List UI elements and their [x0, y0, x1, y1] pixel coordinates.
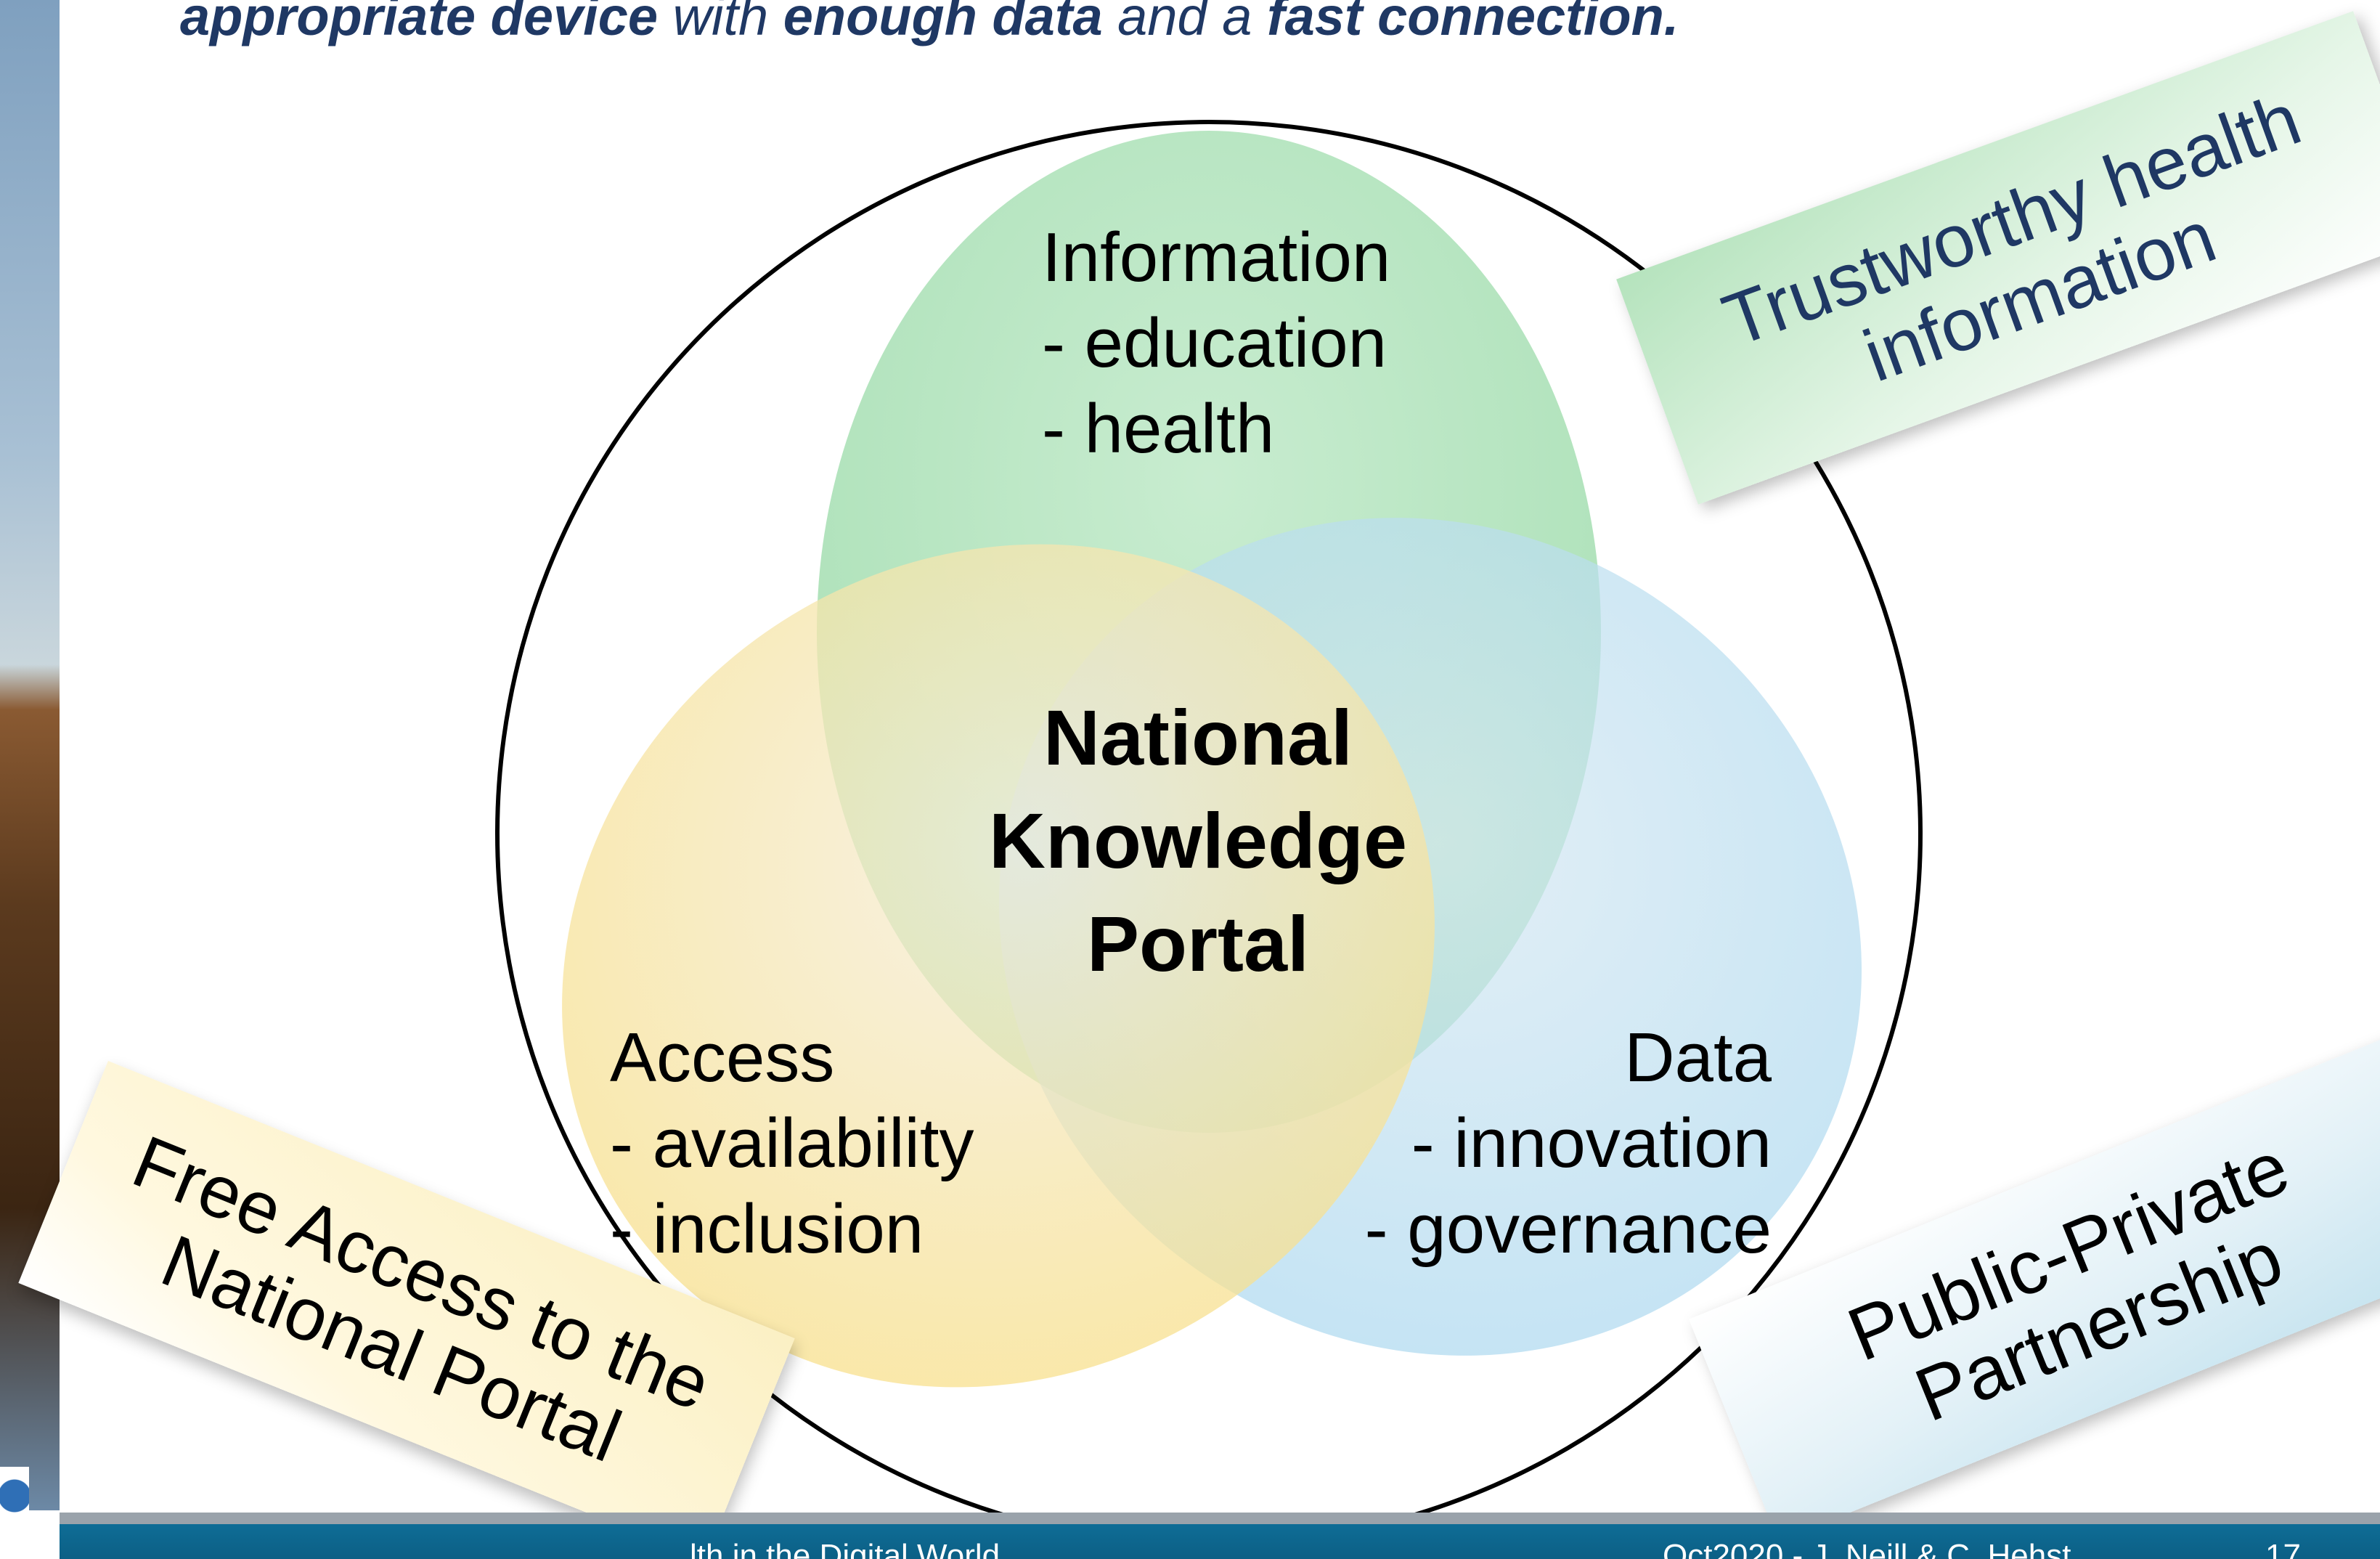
footer-bar [60, 1513, 2380, 1559]
header-part: with [658, 0, 783, 46]
access-set [562, 544, 1435, 1388]
header-part: . [1663, 0, 1679, 46]
center-label-line: National [1043, 693, 1353, 781]
data-item: - governance [1364, 1190, 1772, 1268]
footer-date-authors: Oct2020 - J. Neill & C. Hehst [1663, 1538, 2071, 1559]
access-item: - availability [610, 1104, 974, 1182]
data-title: Data [1624, 1019, 1772, 1096]
center-label-line: Knowledge [988, 797, 1408, 884]
information-label: Information - education - health [1042, 215, 1390, 472]
header-part: fast connection [1266, 0, 1664, 46]
footer-title: lth in the Digital World [690, 1538, 1001, 1559]
information-item: - education [1042, 304, 1387, 382]
page-number: 17 [2265, 1538, 2301, 1559]
center-label-line: Portal [1086, 900, 1310, 988]
header-text: appropriate device with enough data and … [180, 0, 2213, 49]
access-item: - inclusion [610, 1190, 924, 1268]
data-label: Data - innovation - governance [1234, 1015, 1772, 1272]
globe-logo-icon [0, 1467, 29, 1547]
access-label: Access - availability - inclusion [610, 1015, 974, 1272]
center-label: National Knowledge Portal [908, 686, 1488, 996]
information-title: Information [1042, 219, 1391, 296]
header-part: appropriate device [180, 0, 659, 46]
information-item: - health [1042, 390, 1275, 468]
data-item: - innovation [1411, 1104, 1772, 1182]
header-part: enough data [783, 0, 1103, 46]
header-part: and a [1102, 0, 1267, 46]
access-title: Access [610, 1019, 835, 1096]
